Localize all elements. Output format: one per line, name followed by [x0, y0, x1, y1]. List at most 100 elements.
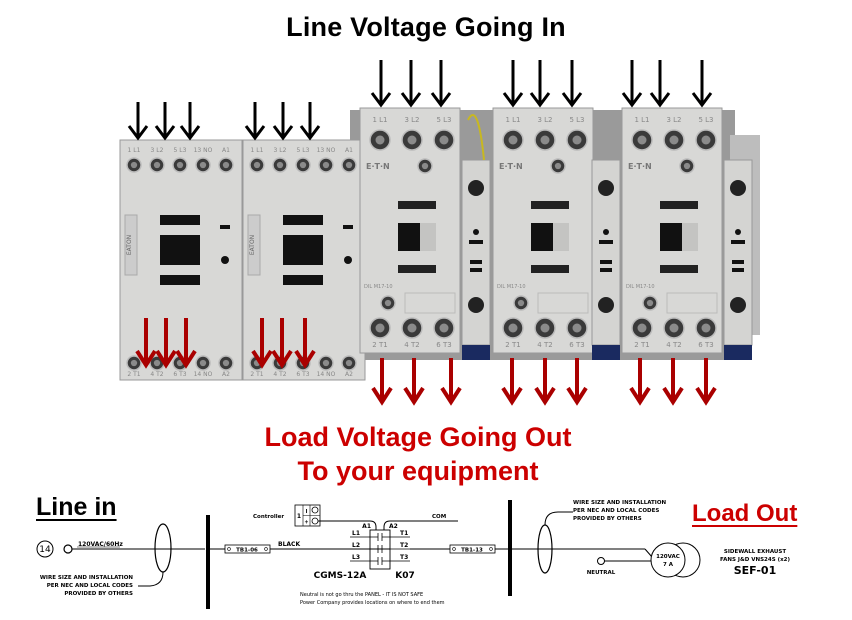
load-out-arrow [534, 358, 556, 406]
line-in-arrow [179, 102, 201, 141]
terminal-label: 5 L3 [436, 116, 451, 124]
coil-terminal [468, 180, 484, 196]
terminal-label: 13 NO [194, 147, 213, 154]
terminal-label: 3 L2 [404, 116, 419, 124]
model-label: DIL M17-10 [364, 284, 393, 290]
terminal-label: 1 L1 [634, 116, 649, 124]
load-out-arrow [403, 358, 425, 406]
load-out-arrow [175, 318, 197, 369]
terminal-out-label: TB1-13 [461, 548, 483, 554]
line-in-arrow [529, 60, 551, 108]
coil-terminal [468, 297, 484, 313]
circuit-number: 14 [39, 545, 51, 555]
terminal-label: 1 L1 [505, 116, 520, 124]
line-in-arrow [430, 60, 452, 108]
load-out-arrow [695, 358, 717, 406]
terminal-label: 1 L1 [128, 147, 141, 154]
terminal-label: 4 T2 [273, 371, 286, 378]
terminal-label: 4 T2 [537, 341, 552, 349]
load-voltage-title: Load Voltage Going Out [264, 422, 572, 452]
terminal-label: A1 [222, 147, 230, 154]
neutral-terminal-icon [597, 557, 605, 565]
line-in-arrow [400, 60, 422, 108]
com-label: COM [432, 514, 446, 520]
coil-terminal [730, 180, 746, 196]
motor-symbol [650, 542, 686, 578]
terminal-label: A2 [345, 371, 353, 378]
line-in-arrow [154, 102, 176, 141]
coil-terminal [598, 297, 614, 313]
terminal-label: 1 L1 [372, 116, 387, 124]
line-in-label: Line in [36, 493, 117, 521]
controller-pin-1: I [306, 509, 308, 515]
t2-label: T2 [400, 542, 408, 549]
brand-logo: E·T·N [499, 162, 523, 171]
brand-logo: EATON [249, 235, 256, 255]
aux-module [461, 159, 491, 360]
t1-label: T1 [400, 530, 408, 537]
load-out-arrow [271, 318, 293, 369]
actuator-window [283, 235, 323, 265]
load-out-arrow [251, 318, 273, 369]
actuator-window [531, 223, 553, 251]
load-out-arrow [662, 358, 684, 406]
l2-label: L2 [352, 542, 360, 549]
load-out-arrow [629, 358, 651, 406]
load-out-arrow [294, 318, 316, 369]
line-in-arrow [502, 60, 524, 108]
brand-logo: E·T·N [366, 162, 390, 171]
load-out-arrow [135, 318, 157, 369]
line-in-arrow [561, 60, 583, 108]
terminal-label: 4 T2 [404, 341, 419, 349]
terminal-label: 3 L2 [537, 116, 552, 124]
brand-logo: EATON [126, 235, 133, 255]
terminal-label: 1 L1 [251, 147, 264, 154]
line-in-arrow [649, 60, 671, 108]
wire-note-right-3: PROVIDED BY OTHERS [573, 516, 642, 522]
terminal-label: 2 T1 [634, 341, 649, 349]
panel-boundary-left [206, 515, 210, 609]
terminal-label: 4 T2 [666, 341, 681, 349]
terminal-label: 4 T2 [150, 371, 163, 378]
equipment-desc-1: SIDEWALL EXHAUST [724, 549, 786, 555]
equipment-tag: SEF-01 [734, 564, 777, 577]
terminal-label: 6 T3 [173, 371, 186, 378]
controller-label: Controller [253, 514, 284, 520]
terminal-label: 6 T3 [569, 341, 584, 349]
model-label: DIL M17-10 [626, 284, 655, 290]
wire-note-left-3: PROVIDED BY OTHERS [64, 591, 133, 597]
terminal-label: 3 L2 [274, 147, 287, 154]
model-label: DIL M17-10 [497, 284, 526, 290]
aux-module [591, 159, 621, 360]
terminal-label: 5 L3 [174, 147, 187, 154]
brand-logo: E·T·N [628, 162, 652, 171]
aux-module [723, 159, 753, 360]
line-in-arrow [621, 60, 643, 108]
contactor-symbol [369, 529, 391, 570]
equipment-desc-2: FANS J&D VNS24S (x2) [720, 557, 790, 563]
terminal-label: 13 NO [317, 147, 336, 154]
line-in-arrow [244, 102, 266, 141]
wire-note-right-1: WIRE SIZE AND INSTALLATION [573, 500, 667, 506]
wire-note-left-1: WIRE SIZE AND INSTALLATION [40, 575, 134, 581]
load-out-arrow [501, 358, 523, 406]
note-line-2: Power Company provides locations on wher… [300, 600, 445, 606]
panel-boundary-right [508, 500, 512, 596]
terminal-label: 3 L2 [666, 116, 681, 124]
load-out-arrow [371, 358, 393, 406]
terminal-label: A1 [345, 147, 353, 154]
circuit-number-circle [36, 540, 54, 558]
terminal-label: 6 T3 [698, 341, 713, 349]
contactor-model: CGMS-12A [314, 571, 367, 581]
terminal-label: A2 [222, 371, 230, 378]
coil-terminal [730, 297, 746, 313]
contactor-id: K07 [395, 571, 415, 581]
load-out-label: Load Out [692, 500, 798, 527]
neutral-label: NEUTRAL [587, 570, 616, 576]
terminal-label: 2 T1 [505, 341, 520, 349]
actuator-window [398, 223, 420, 251]
